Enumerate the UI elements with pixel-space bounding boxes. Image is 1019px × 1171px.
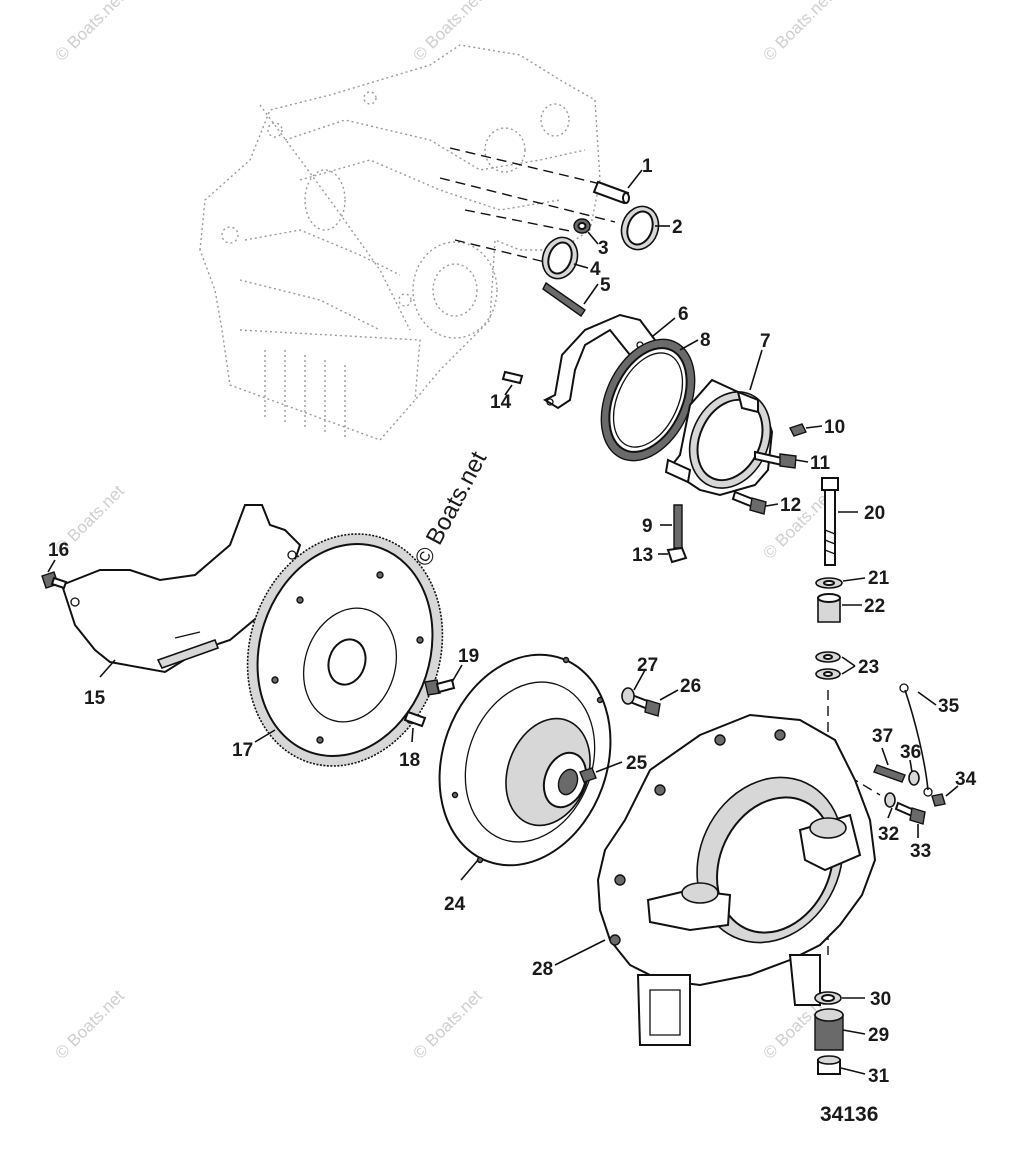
callout-2: 2 — [672, 217, 683, 238]
watermark: © Boats.net — [409, 986, 486, 1063]
callout-28: 28 — [532, 959, 553, 980]
callout-36: 36 — [900, 742, 921, 763]
washer-part — [815, 651, 841, 680]
washer-part — [815, 577, 843, 589]
callout-19: 19 — [458, 646, 479, 667]
bolt-part — [731, 490, 767, 515]
nut-part — [817, 1055, 841, 1075]
mount-bushing-part — [814, 1008, 844, 1051]
callout-7: 7 — [760, 331, 771, 352]
watermark: © Boats.net — [759, 0, 836, 65]
stud-part — [873, 764, 906, 783]
ground-cable-part — [899, 683, 933, 797]
callout-1: 1 — [642, 156, 653, 177]
bolt-part — [424, 678, 456, 696]
callout-27: 27 — [637, 655, 658, 676]
flywheel-housing-part — [596, 713, 877, 1046]
watermark-center: © Boats.net — [409, 447, 492, 571]
callout-15: 15 — [84, 688, 106, 709]
callout-10: 10 — [824, 417, 845, 438]
callout-30: 30 — [870, 989, 891, 1010]
fitting-part — [579, 767, 597, 783]
ring-part — [541, 236, 579, 280]
callout-22: 22 — [864, 596, 885, 617]
flywheel-cover-part — [60, 504, 302, 674]
bushing-ring-part — [620, 205, 660, 251]
leader-lines — [47, 169, 959, 1075]
callout-34: 34 — [955, 769, 977, 790]
callout-13: 13 — [632, 545, 653, 566]
callout-3: 3 — [598, 238, 609, 259]
callout-26: 26 — [680, 676, 701, 697]
callout-9: 9 — [642, 516, 653, 537]
callout-6: 6 — [678, 304, 689, 325]
bolt-part — [754, 450, 797, 469]
bolt-part — [894, 801, 926, 825]
callout-5: 5 — [600, 275, 611, 296]
rear-main-seal-part — [600, 338, 696, 462]
dowel-pin-part — [592, 180, 630, 205]
bolt-part — [789, 423, 807, 437]
callout-33: 33 — [910, 841, 931, 862]
long-bolt-part — [821, 477, 839, 566]
engine-block-ghost — [199, 44, 601, 441]
nut-part — [573, 218, 591, 234]
callout-23: 23 — [858, 657, 879, 678]
bolt-part — [41, 571, 68, 590]
spacer-part — [817, 593, 841, 623]
callout-21: 21 — [868, 568, 890, 589]
callout-18: 18 — [399, 750, 420, 771]
callout-12: 12 — [780, 495, 801, 516]
washer-part — [884, 792, 896, 808]
watermark: © Boats.net — [51, 986, 128, 1063]
callout-24: 24 — [444, 894, 466, 915]
pin-part — [501, 370, 524, 385]
diagram-reference-number: 34136 — [820, 1103, 879, 1126]
stud-part — [673, 504, 683, 549]
watermark: © Boats.net — [409, 0, 486, 65]
callout-31: 31 — [868, 1066, 890, 1087]
dowel-part — [403, 710, 427, 728]
callout-labels: 1 2 3 4 5 6 8 7 10 11 12 9 13 14 16 15 1… — [48, 156, 977, 1087]
callout-32: 32 — [878, 824, 899, 845]
callout-20: 20 — [864, 503, 885, 524]
callout-29: 29 — [868, 1025, 889, 1046]
callout-14: 14 — [490, 392, 512, 413]
seal-housing-part — [664, 378, 774, 497]
callout-35: 35 — [938, 696, 960, 717]
flywheel-part — [246, 533, 444, 767]
callout-11: 11 — [810, 453, 831, 474]
callout-25: 25 — [626, 753, 648, 774]
nut-part — [666, 546, 688, 564]
washer-part — [814, 991, 842, 1005]
washer-part — [621, 687, 635, 705]
stud-part — [542, 281, 586, 317]
callout-8: 8 — [700, 330, 711, 351]
nut-part — [931, 793, 946, 807]
drive-plate-part — [438, 653, 612, 867]
callout-4: 4 — [590, 259, 601, 280]
watermark: © Boats.net — [51, 0, 128, 65]
bolt-part — [628, 693, 661, 717]
callout-16: 16 — [48, 540, 69, 561]
washer-part — [908, 770, 920, 786]
callout-37: 37 — [872, 726, 893, 747]
callout-17: 17 — [232, 740, 253, 761]
